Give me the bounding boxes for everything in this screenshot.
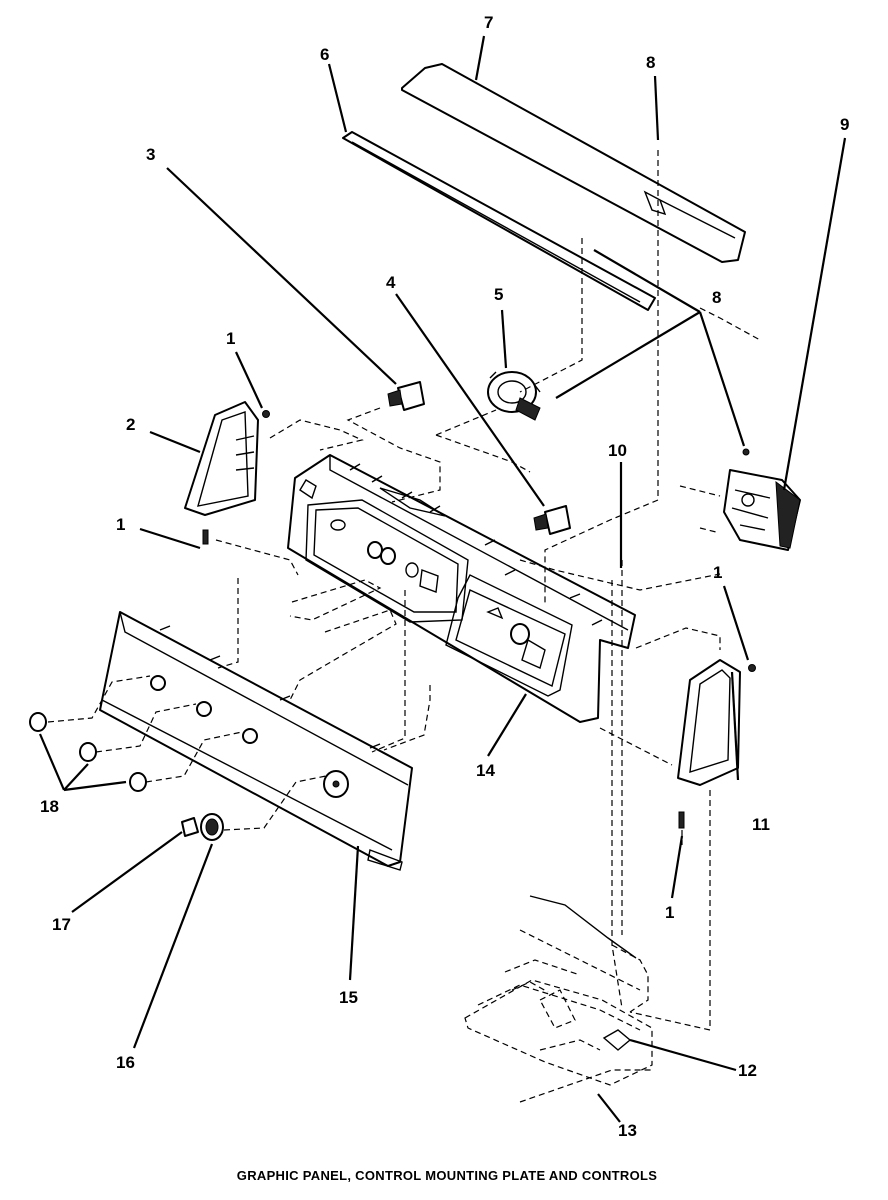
callout-1-bottom: 1 [665,903,674,922]
callout-16: 16 [116,1053,135,1072]
callout-6: 6 [320,45,329,64]
callout-13: 13 [618,1121,637,1140]
callout-8-top: 8 [646,53,655,72]
callout-1-right: 1 [713,563,722,582]
part-5-rotary-control [487,371,541,421]
callout-1-mid-left: 1 [116,515,125,534]
callout-1-top-left: 1 [226,329,235,348]
callout-17: 17 [52,915,71,934]
callout-10: 10 [608,441,627,460]
part-16-knob [200,813,224,841]
part-9-timer [723,448,801,551]
callout-15: 15 [339,988,358,1007]
callout-9: 9 [840,115,849,134]
callout-3: 3 [146,145,155,164]
part-4-switch [533,505,571,535]
diagram-caption: GRAPHIC PANEL, CONTROL MOUNTING PLATE AN… [237,1168,657,1183]
alignment-lines [47,150,761,1031]
callout-numbers: 7 6 8 9 3 4 5 8 1 2 1 10 1 14 18 11 1 17… [40,13,849,1140]
part-15-graphic-panel [99,611,413,871]
callout-5: 5 [494,285,503,304]
callout-8-right: 8 [712,288,721,307]
leader-lines [38,35,847,1123]
callout-18: 18 [40,797,59,816]
part-3-switch [387,381,425,411]
part-14-control-mounting-plate [287,454,636,723]
callout-4: 4 [386,273,396,292]
part-13-console-base [464,895,653,1103]
callout-11: 11 [752,815,770,834]
callout-2: 2 [126,415,135,434]
part-17-knob-insert [181,817,199,837]
part-2-left-end-cap [184,401,270,545]
callout-7: 7 [484,13,493,32]
callout-12: 12 [738,1061,757,1080]
part-7-top-cover [401,63,746,263]
part-11-right-end-cap [677,659,756,829]
callout-14: 14 [476,761,495,780]
part-6-trim-strip [342,131,656,311]
